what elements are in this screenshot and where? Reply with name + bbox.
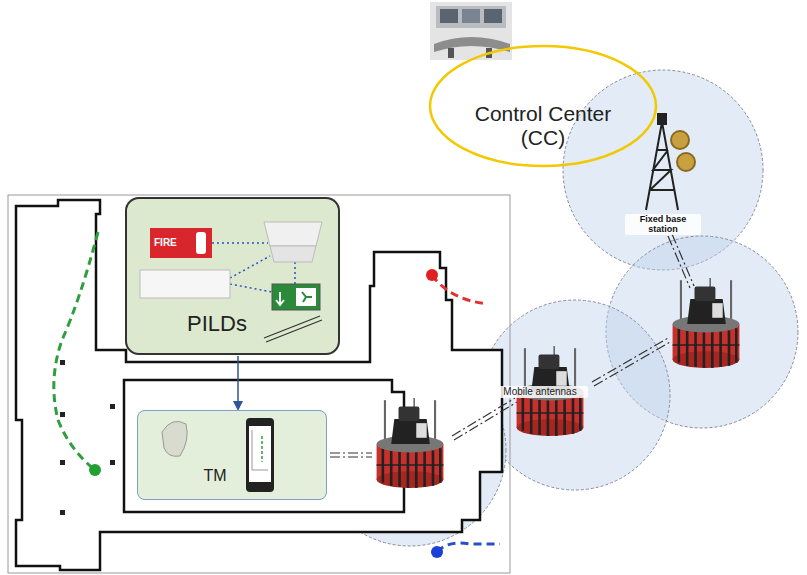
mobile-antenna-circle: Mobile antennas bbox=[480, 300, 670, 490]
node-label: TM bbox=[190, 467, 240, 485]
pilds-ground bbox=[125, 197, 340, 355]
tm-icons bbox=[162, 418, 274, 492]
tower-symbol bbox=[646, 114, 695, 210]
node-label: Control Center (CC) bbox=[428, 102, 658, 150]
radio-links bbox=[264, 234, 694, 457]
floor-plan bbox=[8, 195, 510, 573]
base-station-circle: Fixed base station bbox=[563, 70, 763, 270]
node-label: Fixed base station bbox=[625, 214, 701, 235]
sign-text: FIRE bbox=[154, 237, 177, 248]
control-center-ellipse: Control Center (CC) bbox=[428, 44, 658, 168]
tm-ground bbox=[137, 410, 327, 500]
pild-icons bbox=[140, 222, 322, 310]
arrow-connector bbox=[237, 356, 239, 409]
pilds-box: PILDs bbox=[125, 197, 340, 355]
node-label: PILDs bbox=[175, 311, 259, 336]
tm-box: TM bbox=[137, 410, 327, 500]
node-label: Mobile antennas bbox=[492, 386, 588, 398]
